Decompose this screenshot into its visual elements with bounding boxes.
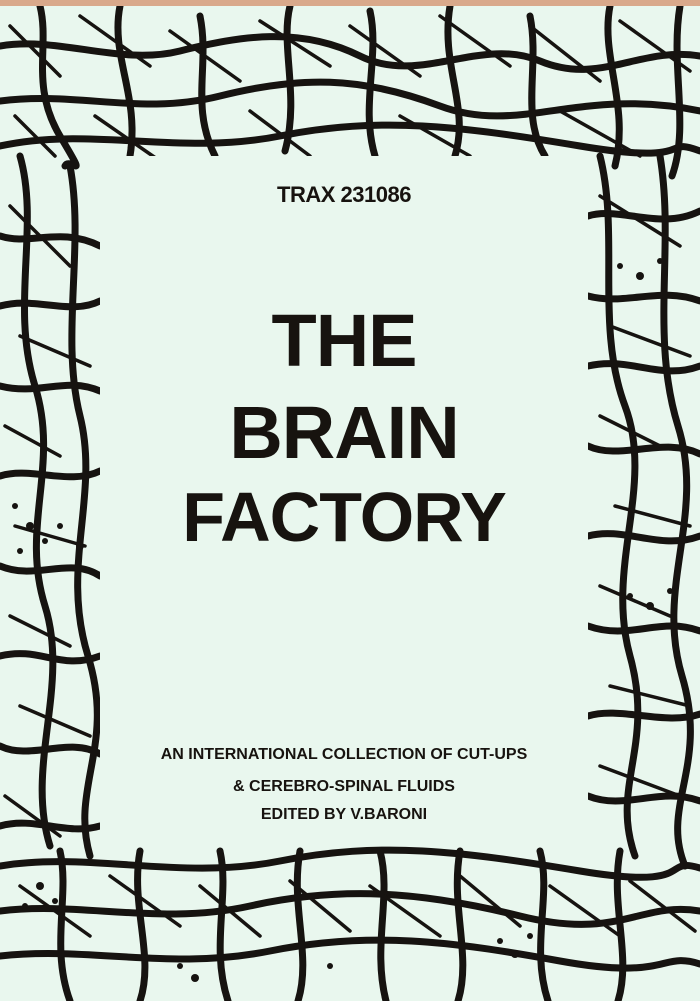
title-panel: TRAX 231086 THE BRAIN FACTORY AN INTERNA… (100, 156, 588, 846)
title-line-1: THE (271, 299, 418, 382)
title-line-3: FACTORY (182, 478, 507, 556)
editor-credit: EDITED BY V.BARONI (260, 806, 428, 823)
subtitle-line-1: AN INTERNATIONAL COLLECTION OF CUT-UPS (160, 746, 528, 763)
booklet-cover: TRAX 231086 THE BRAIN FACTORY AN INTERNA… (0, 6, 700, 1001)
catalog-number: TRAX 231086 (277, 182, 411, 207)
neuron-border-illustration (0, 6, 700, 1001)
subtitle-line-2: & CEREBRO-SPINAL FLUIDS (233, 778, 455, 795)
title-line-2: BRAIN (229, 391, 459, 474)
